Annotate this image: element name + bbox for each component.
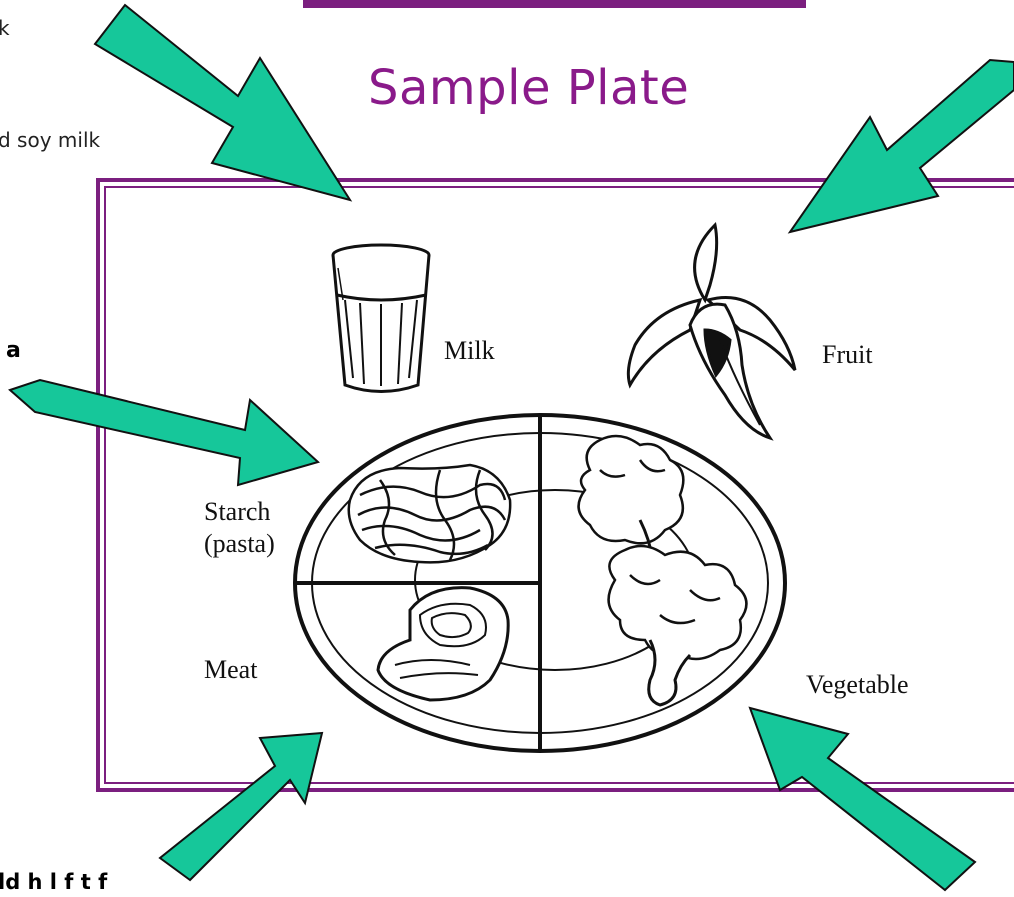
arrow-top-to-fruit <box>790 60 1014 232</box>
banana-illustration <box>628 225 795 438</box>
arrow-top-to-milk <box>95 5 350 200</box>
label-starch-line1: Starch <box>204 496 275 528</box>
arrow-left-to-starch <box>10 380 318 485</box>
label-vegetable: Vegetable <box>806 670 909 700</box>
label-starch-line2: (pasta) <box>204 528 275 560</box>
arrow-bottom-to-meat <box>160 733 322 880</box>
label-fruit: Fruit <box>822 340 873 370</box>
label-starch: Starch (pasta) <box>204 496 275 560</box>
pasta-illustration <box>349 465 510 562</box>
label-milk: Milk <box>444 336 495 366</box>
arrow-bottom-to-vegetable <box>750 708 975 890</box>
label-meat: Meat <box>204 655 257 685</box>
milk-glass-illustration <box>333 245 429 392</box>
